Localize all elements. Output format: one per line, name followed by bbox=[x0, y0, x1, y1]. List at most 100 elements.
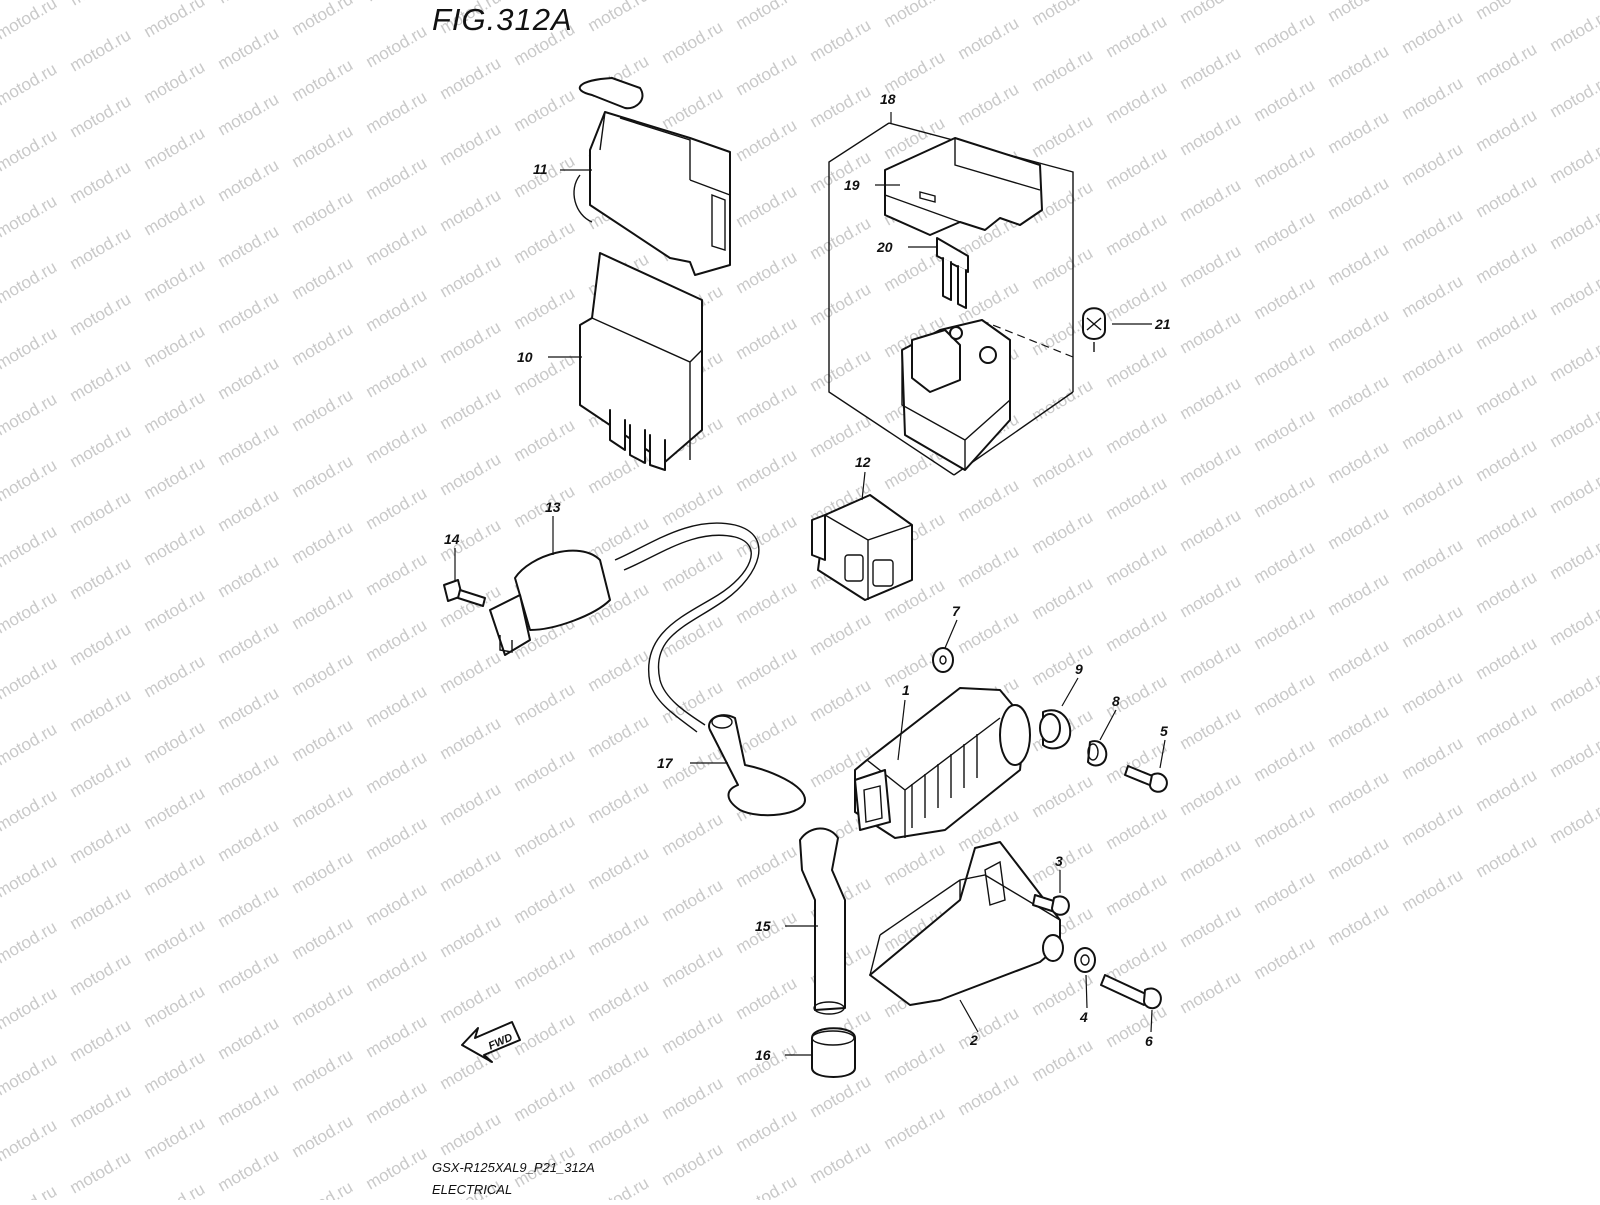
watermark-text: motod.ru bbox=[1325, 239, 1393, 289]
watermark-text: motod.ru bbox=[511, 679, 579, 729]
watermark-text: motod.ru bbox=[363, 1077, 431, 1127]
watermark-text: motod.ru bbox=[1547, 467, 1600, 517]
callout-17: 17 bbox=[657, 755, 674, 771]
watermark-text: motod.ru bbox=[289, 913, 357, 963]
watermark-text: motod.ru bbox=[511, 217, 579, 267]
watermark-text: motod.ru bbox=[1547, 5, 1600, 55]
watermark-text: motod.ru bbox=[1251, 9, 1319, 59]
watermark-text: motod.ru bbox=[1547, 269, 1600, 319]
watermark-text: motod.ru bbox=[1177, 703, 1245, 753]
watermark-text: motod.ru bbox=[1251, 603, 1319, 653]
watermark-text: motod.ru bbox=[1177, 241, 1245, 291]
watermark-text: motod.ru bbox=[141, 849, 209, 899]
watermark-text: motod.ru bbox=[363, 1143, 431, 1193]
watermark-text: motod.ru bbox=[289, 451, 357, 501]
watermark-text: motod.ru bbox=[67, 1081, 135, 1131]
watermark-text: motod.ru bbox=[289, 187, 357, 237]
watermark-text: motod.ru bbox=[141, 189, 209, 239]
watermark-text: motod.ru bbox=[733, 445, 801, 495]
callout-6: 6 bbox=[1145, 1033, 1153, 1049]
watermark-text: motod.ru bbox=[215, 23, 283, 73]
watermark-text: motod.ru bbox=[0, 653, 60, 703]
watermark-text: motod.ru bbox=[659, 1007, 727, 1057]
watermark-text: motod.ru bbox=[1177, 769, 1245, 819]
watermark-text: motod.ru bbox=[1029, 1035, 1097, 1085]
watermark-text: motod.ru bbox=[0, 455, 60, 505]
callout-7: 7 bbox=[952, 603, 961, 619]
watermark-text: motod.ru bbox=[437, 713, 505, 763]
watermark-text: motod.ru bbox=[215, 881, 283, 931]
watermark-text: motod.ru bbox=[733, 841, 801, 891]
watermark-text: motod.ru bbox=[141, 0, 209, 41]
watermark-text: motod.ru bbox=[141, 585, 209, 635]
watermark-text: motod.ru bbox=[1029, 0, 1097, 29]
watermark-text: motod.ru bbox=[1251, 867, 1319, 917]
watermark-text: motod.ru bbox=[1473, 0, 1541, 23]
watermark-text: motod.ru bbox=[1325, 833, 1393, 883]
watermark-text: motod.ru bbox=[1325, 173, 1393, 223]
watermark-text: motod.ru bbox=[659, 611, 727, 661]
watermark-text: motod.ru bbox=[363, 945, 431, 995]
watermark-text: motod.ru bbox=[585, 1107, 653, 1157]
watermark-text: motod.ru bbox=[67, 25, 135, 75]
watermark-text: motod.ru bbox=[289, 319, 357, 369]
watermark-text: motod.ru bbox=[363, 615, 431, 665]
watermark-text: motod.ru bbox=[659, 1073, 727, 1123]
watermark-text: motod.ru bbox=[733, 49, 801, 99]
watermark-text: motod.ru bbox=[437, 845, 505, 895]
watermark-text: motod.ru bbox=[1103, 869, 1171, 919]
watermark-text: motod.ru bbox=[1399, 535, 1467, 585]
watermark-text: motod.ru bbox=[215, 419, 283, 469]
watermark-text: motod.ru bbox=[437, 779, 505, 829]
watermark-text: motod.ru bbox=[1325, 305, 1393, 355]
watermark-text: motod.ru bbox=[141, 387, 209, 437]
watermark-text: motod.ru bbox=[0, 1115, 60, 1165]
watermark-text: motod.ru bbox=[1547, 137, 1600, 187]
watermark-text: motod.ru bbox=[1029, 243, 1097, 293]
watermark-text: motod.ru bbox=[659, 83, 727, 133]
watermark-text: motod.ru bbox=[1399, 733, 1467, 783]
watermark-text: motod.ru bbox=[0, 1181, 60, 1200]
watermark-text: motod.ru bbox=[1251, 669, 1319, 719]
watermark-text: motod.ru bbox=[733, 379, 801, 429]
watermark-text: motod.ru bbox=[955, 13, 1023, 63]
watermark-text: motod.ru bbox=[1399, 667, 1467, 717]
watermark-text: motod.ru bbox=[1399, 469, 1467, 519]
watermark-text: motod.ru bbox=[1399, 337, 1467, 387]
watermark-text: motod.ru bbox=[363, 747, 431, 797]
watermark-text: motod.ru bbox=[1547, 599, 1600, 649]
watermark-text: motod.ru bbox=[733, 973, 801, 1023]
callout-8: 8 bbox=[1112, 693, 1120, 709]
watermark-text: motod.ru bbox=[1251, 405, 1319, 455]
watermark-text: motod.ru bbox=[1103, 407, 1171, 457]
watermark-text: motod.ru bbox=[1473, 501, 1541, 551]
watermark-text: motod.ru bbox=[1103, 11, 1171, 61]
callout-18: 18 bbox=[880, 91, 896, 107]
watermark-text: motod.ru bbox=[67, 223, 135, 273]
watermark-text: motod.ru bbox=[1473, 303, 1541, 353]
watermark-text: motod.ru bbox=[0, 389, 60, 439]
watermark-text: motod.ru bbox=[1177, 637, 1245, 687]
watermark-text: motod.ru bbox=[67, 553, 135, 603]
watermark-text: motod.ru bbox=[585, 711, 653, 761]
watermark-text: motod.ru bbox=[363, 813, 431, 863]
watermark-text: motod.ru bbox=[1399, 139, 1467, 189]
watermark-text: motod.ru bbox=[1103, 605, 1171, 655]
watermark-text: motod.ru bbox=[1177, 175, 1245, 225]
watermark-text: motod.ru bbox=[1251, 75, 1319, 125]
callout-4: 4 bbox=[1079, 1009, 1088, 1025]
watermark-text: motod.ru bbox=[67, 883, 135, 933]
part-5-bolt bbox=[1125, 766, 1167, 792]
watermark-text: motod.ru bbox=[67, 0, 135, 9]
watermark-text: motod.ru bbox=[363, 87, 431, 137]
watermark-text: motod.ru bbox=[1177, 439, 1245, 489]
watermark-text: motod.ru bbox=[141, 1179, 209, 1200]
watermark-text: motod.ru bbox=[659, 17, 727, 67]
watermark-text: motod.ru bbox=[215, 155, 283, 205]
watermark-text: motod.ru bbox=[1029, 507, 1097, 557]
watermark-text: motod.ru bbox=[1473, 567, 1541, 617]
watermark-text: motod.ru bbox=[1177, 43, 1245, 93]
watermark-text: motod.ru bbox=[141, 1113, 209, 1163]
watermark-text: motod.ru bbox=[955, 1069, 1023, 1119]
